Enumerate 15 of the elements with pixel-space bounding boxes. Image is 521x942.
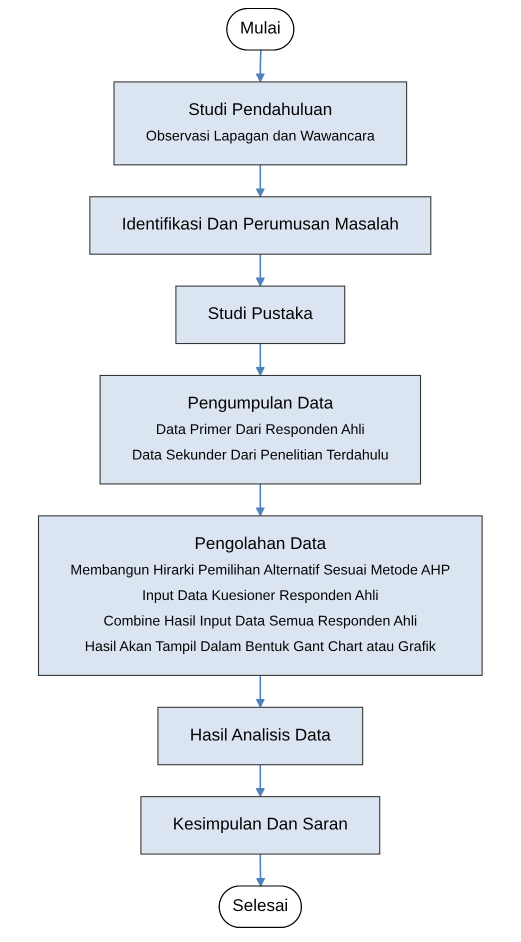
node-box: Identifikasi Dan Perumusan Masalah — [89, 196, 432, 255]
arrow — [256, 50, 266, 82]
node-box: Studi Pustaka — [176, 286, 346, 344]
node-box: Hasil Analisis Data — [158, 706, 364, 766]
arrow — [256, 854, 266, 887]
node-box: Studi Pendahuluan Observasi Lapagan dan Wawancara — [114, 81, 408, 166]
node-box: Pengumpulan Data Data Primer Dari Responden Ahli Data Sekunder Dari Penelitian Terdahulu — [100, 374, 422, 484]
arrow — [256, 675, 266, 708]
arrow — [256, 764, 266, 798]
arrow — [256, 164, 266, 198]
arrow — [256, 484, 266, 516]
arrow — [256, 254, 266, 287]
arrow — [256, 344, 266, 376]
node-box: Kesimpulan Dan Saran — [140, 796, 380, 855]
node-box: Pengolahan Data Membangun Hirarki Pemilihan Alternatif Sesuai Metode AHP Input Data Kuesioner Responden Ahli Combine Hasil Input Data Semua Responden Ahli Hasil Akan Tampil Dalam Bentuk Gant Chart atau Grafik — [38, 515, 483, 676]
